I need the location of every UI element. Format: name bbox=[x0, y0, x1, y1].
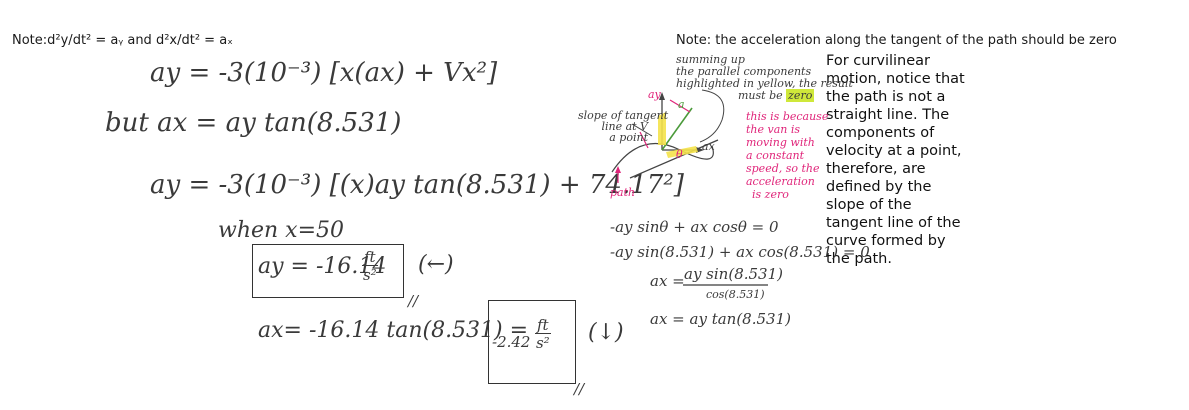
zero-label: zero bbox=[786, 89, 815, 102]
unit-numerator: ft bbox=[535, 316, 551, 334]
top-note-line: must be zero bbox=[676, 89, 853, 102]
top-note-line: highlighted in yellow, the result bbox=[676, 77, 853, 90]
tangent-equation-numeric: -ay sin(8.531) + ax cos(8.531) = 0 bbox=[610, 243, 870, 261]
explanation-line: therefore, are bbox=[826, 161, 926, 177]
pink-pointer bbox=[669, 99, 691, 113]
ay-result-value: ay = -16.14 bbox=[258, 254, 387, 279]
explanation-line: slope of the bbox=[826, 197, 912, 213]
explanation-line: defined by the bbox=[826, 179, 932, 195]
unit-numerator: ft bbox=[362, 248, 378, 266]
ay-direction-arrow: (←) bbox=[418, 252, 454, 277]
reason-line: moving with bbox=[746, 136, 815, 149]
explanation-line: velocity at a point, bbox=[826, 143, 962, 159]
equation-ay-substituted: ay = -3(10⁻³) [(x)ay tan(8.531) + 74.17²… bbox=[150, 170, 684, 200]
top-note: summing up the parallel components highl… bbox=[676, 54, 853, 102]
slope-label-line: slope of tangent bbox=[578, 109, 669, 122]
slope-pointer bbox=[631, 123, 653, 137]
equation-ax-substitution: but ax = ay tan(8.531) bbox=[105, 108, 402, 138]
ax-result-box bbox=[488, 300, 576, 384]
explanation-line: components of bbox=[826, 125, 935, 141]
tangent-equation-general: -ay sinθ + ax cosθ = 0 bbox=[610, 218, 779, 236]
reason-note: this is because the van is moving with a… bbox=[746, 110, 828, 201]
note-tangent-acceleration: Note: the acceleration along the tangent… bbox=[676, 33, 1117, 48]
eq3-numerator: ay sin(8.531) bbox=[684, 265, 783, 283]
slope-label-line: a point bbox=[609, 131, 648, 144]
eq3-left: ax = bbox=[650, 272, 685, 290]
eq3-denominator: cos(8.531) bbox=[706, 288, 765, 301]
theta-label: θ bbox=[676, 148, 683, 161]
path-arrowhead-icon bbox=[615, 166, 621, 173]
condition-x-equals-50: when x=50 bbox=[218, 218, 345, 243]
ax-component-highlight bbox=[666, 146, 698, 158]
ay-result-box bbox=[252, 244, 404, 298]
ax-diagram-label: ax bbox=[702, 140, 715, 153]
ay-diagram-label: ay bbox=[648, 88, 661, 101]
reason-line: acceleration bbox=[746, 175, 815, 188]
top-note-must-be: must be bbox=[738, 89, 783, 102]
reason-line: is zero bbox=[752, 188, 789, 201]
callout-curve bbox=[699, 89, 725, 143]
explanation-line: straight line. The bbox=[826, 107, 950, 123]
explanation-paragraph: For curvilinear motion, notice that the … bbox=[826, 52, 996, 268]
equation-ay-general: ay = -3(10⁻³) [x(ax) + Vx²] bbox=[150, 58, 498, 88]
unit-denominator: s² bbox=[362, 266, 377, 284]
explanation-line: the path is not a bbox=[826, 89, 946, 105]
equation-ax-final: ax= -16.14 tan(8.531) = bbox=[258, 318, 529, 343]
path-label: path bbox=[610, 186, 636, 199]
ay-answer-mark: // bbox=[408, 292, 419, 310]
tangent-line bbox=[629, 139, 719, 179]
top-note-line: the parallel components bbox=[676, 65, 812, 78]
reason-line: a constant bbox=[746, 149, 805, 162]
tangent-equation-result: ax = ay tan(8.531) bbox=[650, 310, 791, 328]
unit-denominator: s² bbox=[535, 334, 550, 352]
ay-result-unit: ft s² bbox=[362, 250, 378, 283]
pink-pointer bbox=[639, 131, 649, 149]
ax-result-unit: ft s² bbox=[535, 318, 551, 351]
reason-line: this is because bbox=[746, 110, 829, 123]
ax-direction-arrow: (↓) bbox=[588, 320, 624, 345]
ax-answer-mark: // bbox=[574, 380, 585, 398]
note-derivatives: Note:d²y/dt² = aᵧ and d²x/dt² = aₓ bbox=[12, 33, 233, 48]
ax-arrowhead-icon bbox=[696, 147, 704, 153]
explanation-line: motion, notice that bbox=[826, 71, 965, 87]
reason-line: speed, so the bbox=[746, 162, 820, 175]
ax-result-value: -2.42 bbox=[492, 333, 531, 351]
slope-label: slope of tangent line at V a point bbox=[578, 109, 669, 144]
ay-arrowhead-icon bbox=[659, 92, 665, 100]
a-diagram-label: a bbox=[678, 98, 685, 111]
ay-component-highlight bbox=[658, 112, 666, 145]
explanation-line: For curvilinear bbox=[826, 53, 931, 69]
reason-line: the van is bbox=[746, 123, 801, 136]
acceleration-vector bbox=[661, 107, 693, 151]
explanation-line: curve formed by bbox=[826, 233, 946, 249]
top-note-line: summing up bbox=[676, 53, 745, 66]
explanation-line: the path. bbox=[826, 251, 892, 267]
slope-label-line: line at V bbox=[601, 120, 648, 133]
explanation-line: tangent line of the bbox=[826, 215, 961, 231]
